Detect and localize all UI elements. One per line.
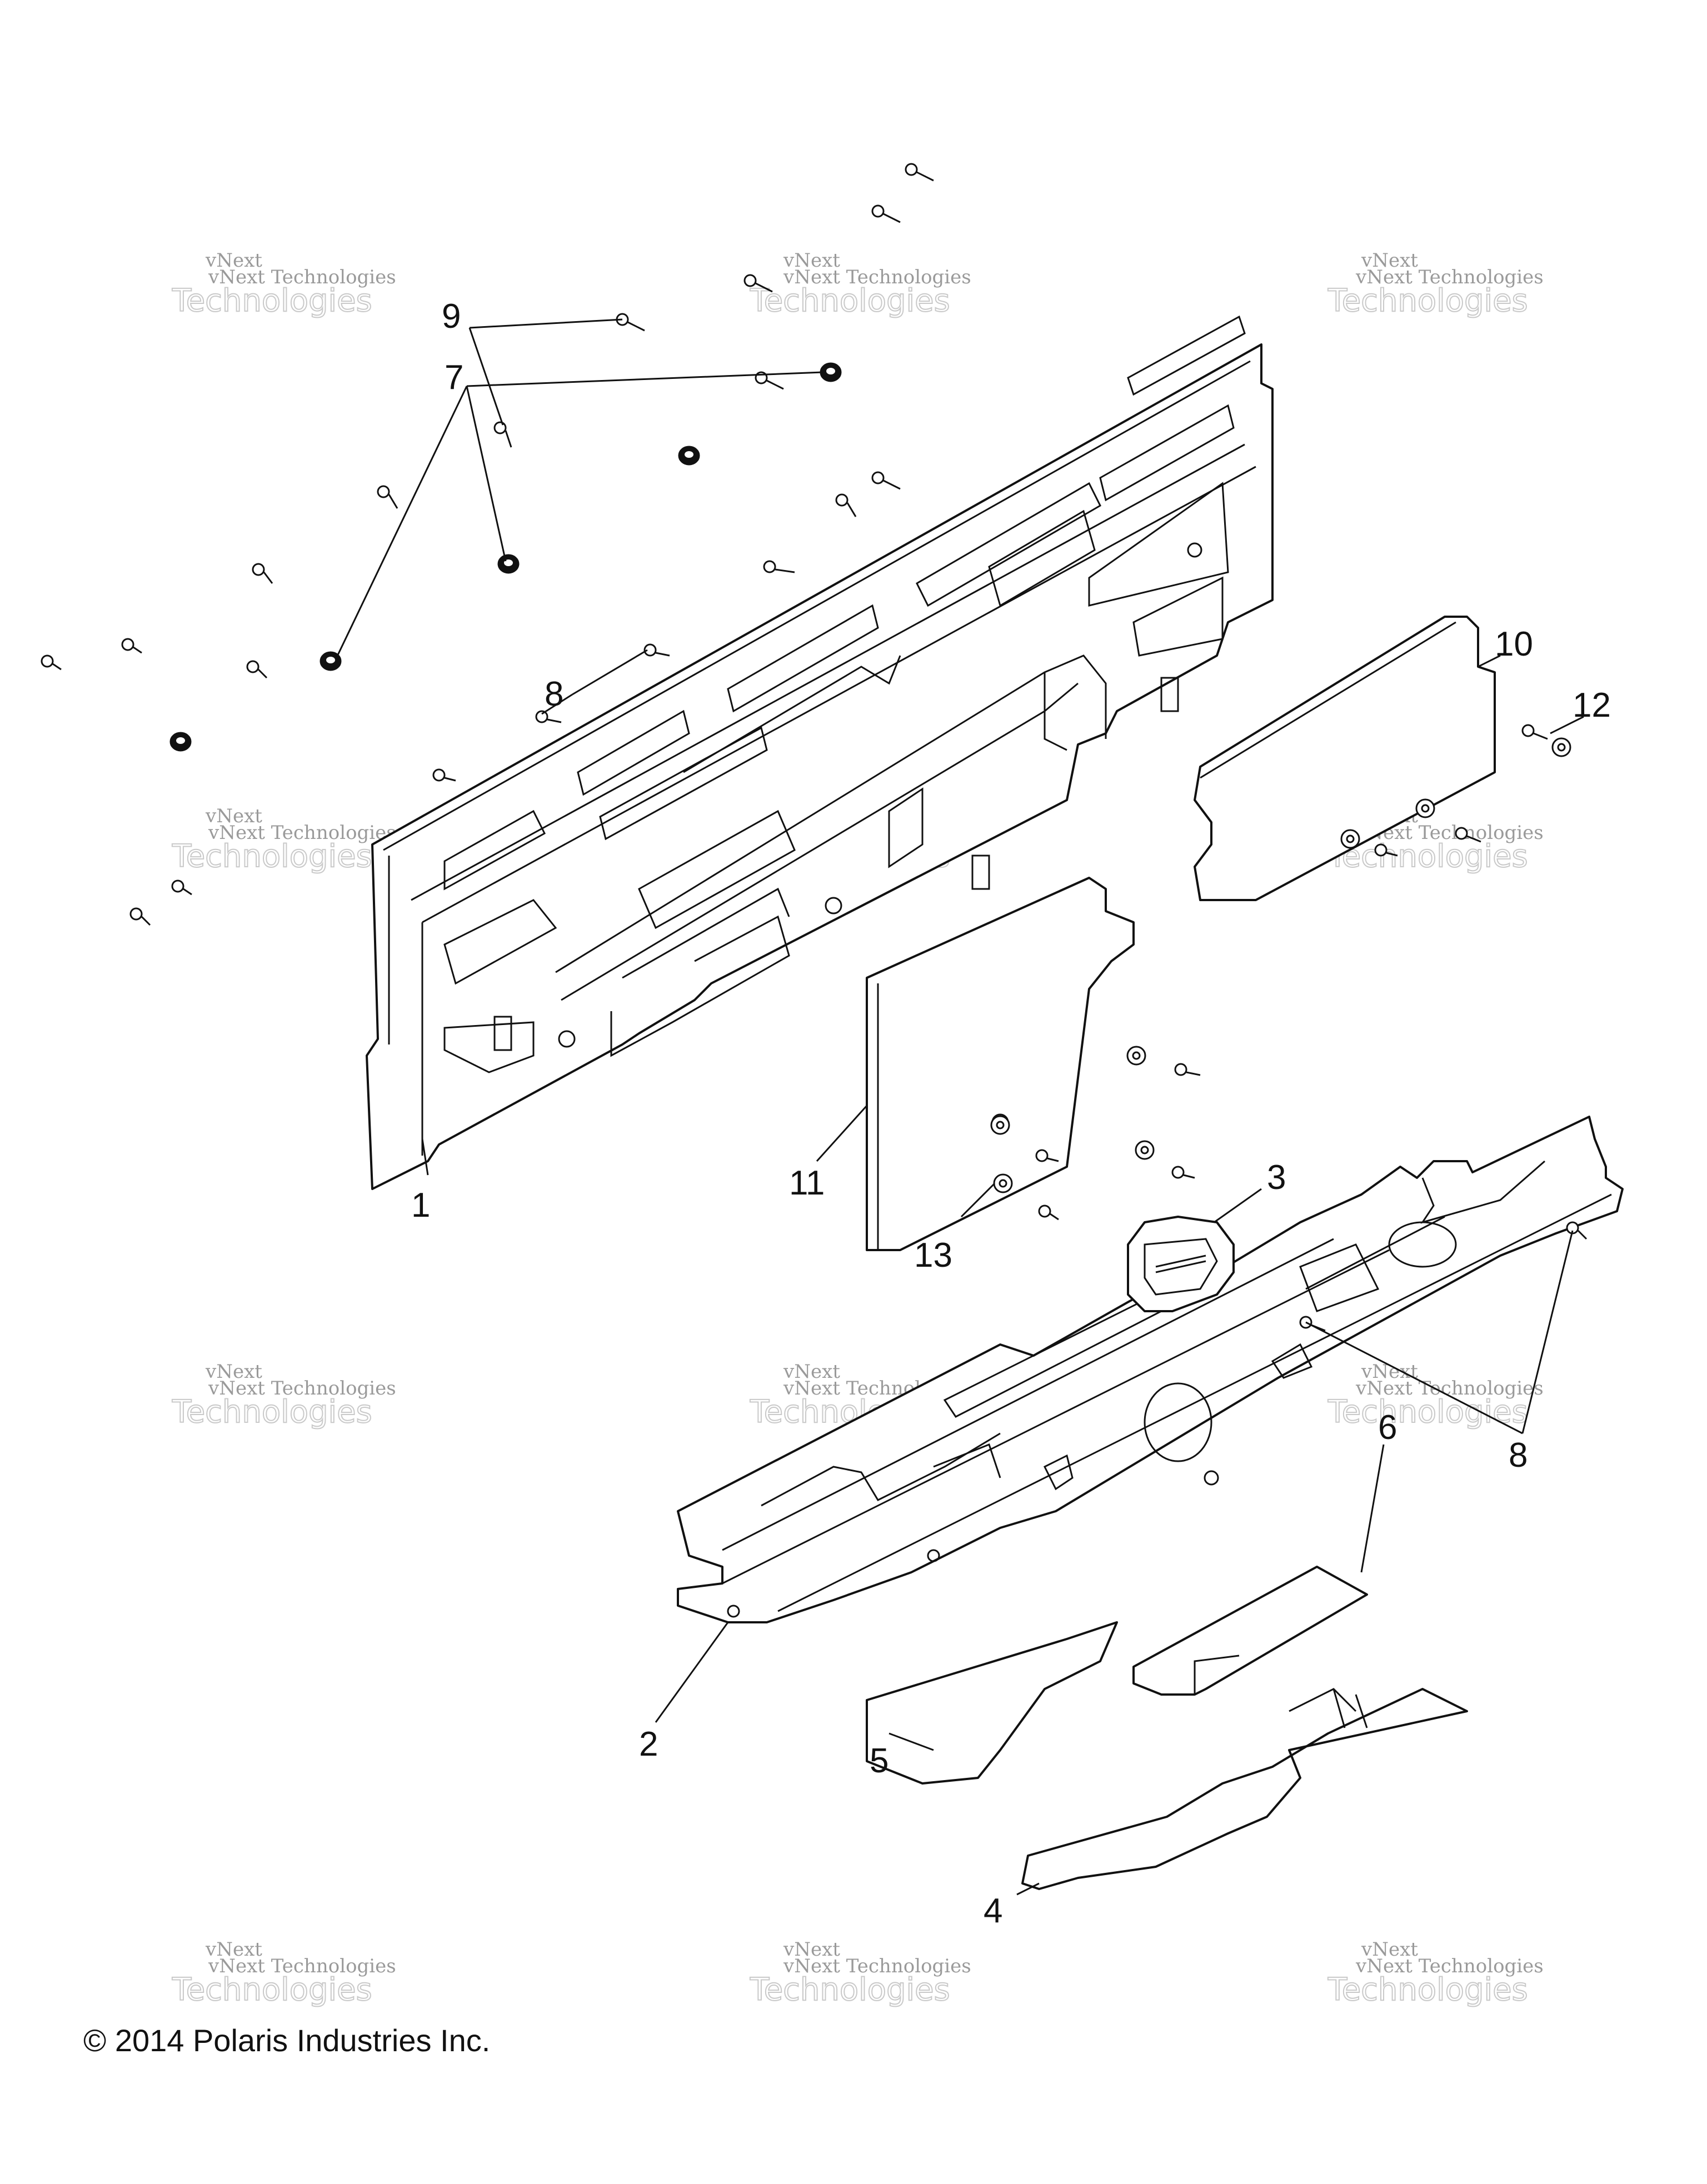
screw-icon xyxy=(1035,1149,1059,1162)
watermark: Technologies vNext vNext Technologies xyxy=(749,249,971,319)
screw-icon xyxy=(129,907,151,926)
callouts: 1 2 3 4 5 6 7 8 8 9 10 11 12 13 xyxy=(411,297,1611,1930)
screw-icon xyxy=(871,471,901,490)
svg-text:vNext: vNext xyxy=(205,1361,262,1383)
callout-4: 4 xyxy=(984,1892,1002,1930)
rear-panel-part-1 xyxy=(366,315,1274,1190)
washer-icon xyxy=(993,1173,1013,1193)
watermark: Technologies vNext vNext Technologies xyxy=(1327,1361,1544,1431)
pad-part-10 xyxy=(1194,616,1496,901)
svg-text:vNext: vNext xyxy=(205,1938,262,1961)
callout-10: 10 xyxy=(1495,625,1533,663)
pad-part-11 xyxy=(866,877,1135,1251)
screw-icon xyxy=(252,563,273,584)
svg-text:Technologies: Technologies xyxy=(172,283,372,319)
screw-icon xyxy=(1566,1221,1588,1240)
callout-1: 1 xyxy=(411,1186,430,1225)
screw-icon xyxy=(743,274,773,293)
screw-icon xyxy=(246,660,268,679)
callout-2: 2 xyxy=(639,1725,658,1763)
callout-11: 11 xyxy=(789,1164,825,1202)
washer-icon xyxy=(1135,1140,1155,1160)
screw-icon xyxy=(1038,1205,1059,1221)
callout-7: 7 xyxy=(445,358,463,397)
screw-icon xyxy=(1174,1063,1201,1076)
svg-text:vNext Technologies: vNext Technologies xyxy=(208,1377,396,1400)
screw-icon xyxy=(1521,724,1548,740)
svg-text:vNext Technologies: vNext Technologies xyxy=(783,266,971,288)
callout-3: 3 xyxy=(1267,1158,1286,1197)
washer-icon xyxy=(1340,829,1360,849)
grommet-icon xyxy=(820,362,842,382)
screw-icon xyxy=(1374,843,1398,857)
svg-text:Technologies: Technologies xyxy=(750,1972,950,2008)
grommet-icon xyxy=(169,732,192,752)
svg-text:vNext: vNext xyxy=(205,805,262,827)
screw-icon xyxy=(905,163,934,182)
callout-12: 12 xyxy=(1573,686,1611,724)
watermark: Technologies vNext vNext Technologies xyxy=(749,1938,971,2008)
screw-icon xyxy=(121,638,142,654)
callout-5: 5 xyxy=(870,1742,889,1780)
watermark: Technologies vNext vNext Technologies xyxy=(1327,1938,1544,2008)
grommet-icon xyxy=(320,651,342,671)
callout-8-upper: 8 xyxy=(545,675,563,713)
screw-icon xyxy=(535,710,562,723)
svg-text:vNext Technologies: vNext Technologies xyxy=(208,822,396,844)
callout-13: 13 xyxy=(914,1236,952,1275)
handle-part-3 xyxy=(1127,1216,1235,1312)
svg-text:vNext: vNext xyxy=(1361,249,1418,272)
pad-part-6 xyxy=(1132,1566,1368,1696)
washer-icon xyxy=(1551,737,1571,757)
watermark: Technologies vNext vNext Technologies xyxy=(1327,249,1544,319)
svg-text:vNext Technologies: vNext Technologies xyxy=(208,1955,396,1977)
screw-icon xyxy=(643,643,670,657)
washer-icon xyxy=(990,1115,1010,1135)
svg-text:vNext Technologies: vNext Technologies xyxy=(783,1955,971,1977)
pad-part-4 xyxy=(1021,1688,1468,1890)
copyright-notice: © 2014 Polaris Industries Inc. xyxy=(83,2023,491,2058)
pad-part-5 xyxy=(866,1621,1118,1785)
svg-text:vNext: vNext xyxy=(783,249,840,272)
svg-text:Technologies: Technologies xyxy=(172,1394,372,1430)
screw-icon xyxy=(616,313,645,332)
watermark: Technologies vNext vNext Technologies xyxy=(171,249,396,319)
screw-icon xyxy=(41,654,62,671)
screw-icon xyxy=(1171,1166,1195,1179)
svg-text:Technologies: Technologies xyxy=(1327,1972,1528,2008)
svg-text:Technologies: Technologies xyxy=(1327,283,1528,319)
grommet-icon xyxy=(497,554,520,574)
svg-text:vNext Technologies: vNext Technologies xyxy=(1355,1955,1544,1977)
callout-8-lower: 8 xyxy=(1509,1436,1528,1475)
watermark: Technologies vNext vNext Technologies xyxy=(171,1361,396,1431)
screw-icon xyxy=(1455,827,1481,843)
watermark: Technologies vNext vNext Technologies xyxy=(171,1938,396,2008)
leader-lines xyxy=(335,318,1584,1896)
svg-text:vNext: vNext xyxy=(783,1938,840,1961)
watermark: Technologies vNext vNext Technologies xyxy=(171,805,396,875)
tray-part-2 xyxy=(677,1116,1624,1623)
washer-icon xyxy=(1415,798,1435,818)
screw-icon xyxy=(493,421,512,448)
svg-text:Technologies: Technologies xyxy=(172,838,372,874)
svg-text:Technologies: Technologies xyxy=(172,1972,372,2008)
grommet-icon xyxy=(678,446,700,466)
screw-icon xyxy=(171,879,192,896)
callout-6: 6 xyxy=(1378,1408,1397,1447)
screw-icon xyxy=(432,768,456,782)
svg-text:vNext: vNext xyxy=(205,249,262,272)
svg-text:vNext Technologies: vNext Technologies xyxy=(208,266,396,288)
screw-icon xyxy=(835,493,857,517)
svg-text:vNext Technologies: vNext Technologies xyxy=(1355,266,1544,288)
svg-text:Technologies: Technologies xyxy=(1327,1394,1528,1430)
washer-icon xyxy=(1126,1046,1146,1066)
screw-icon xyxy=(871,204,901,223)
svg-text:Technologies: Technologies xyxy=(750,283,950,319)
svg-text:vNext: vNext xyxy=(1361,1938,1418,1961)
callout-9: 9 xyxy=(442,297,461,336)
screw-icon xyxy=(377,485,398,509)
svg-text:vNext: vNext xyxy=(783,1361,840,1383)
screw-icon xyxy=(763,560,795,573)
